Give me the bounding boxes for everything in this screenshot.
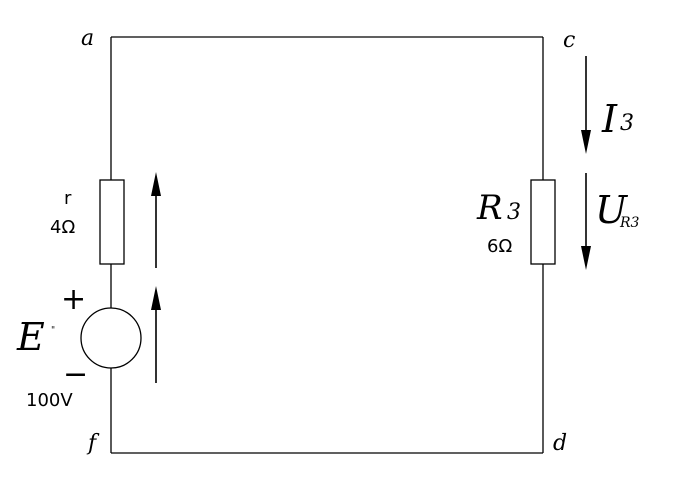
node-label-a: a [81,26,95,51]
resistor-r3-symbol: R [477,188,503,228]
resistor-r-name: r [64,188,72,209]
voltage-source-circle [80,307,142,369]
voltage-subscript: R3 [620,215,640,231]
current-symbol: I [602,97,618,141]
source-symbol-mark: " [51,326,56,336]
resistor-r3-body [530,179,556,265]
source-value: 100V [26,390,73,411]
source-plus-sign: + [61,282,87,317]
current-subscript: 3 [620,111,634,136]
voltage-symbol: U [595,188,628,232]
resistor-r3-value: 6Ω [487,236,513,257]
node-label-c: c [563,28,576,53]
source-minus-sign: − [63,357,89,392]
resistor-r-body [99,179,125,265]
node-label-f: f [88,431,97,456]
arrow-up-upper-head [151,172,161,196]
source-symbol: E [17,315,45,359]
node-label-d: d [553,431,568,456]
voltage-arrow-head [581,246,591,270]
resistor-r3-subscript: 3 [507,200,521,225]
current-arrow-head [581,130,591,154]
resistor-r-value: 4Ω [50,217,76,238]
arrow-up-lower-head [151,286,161,310]
